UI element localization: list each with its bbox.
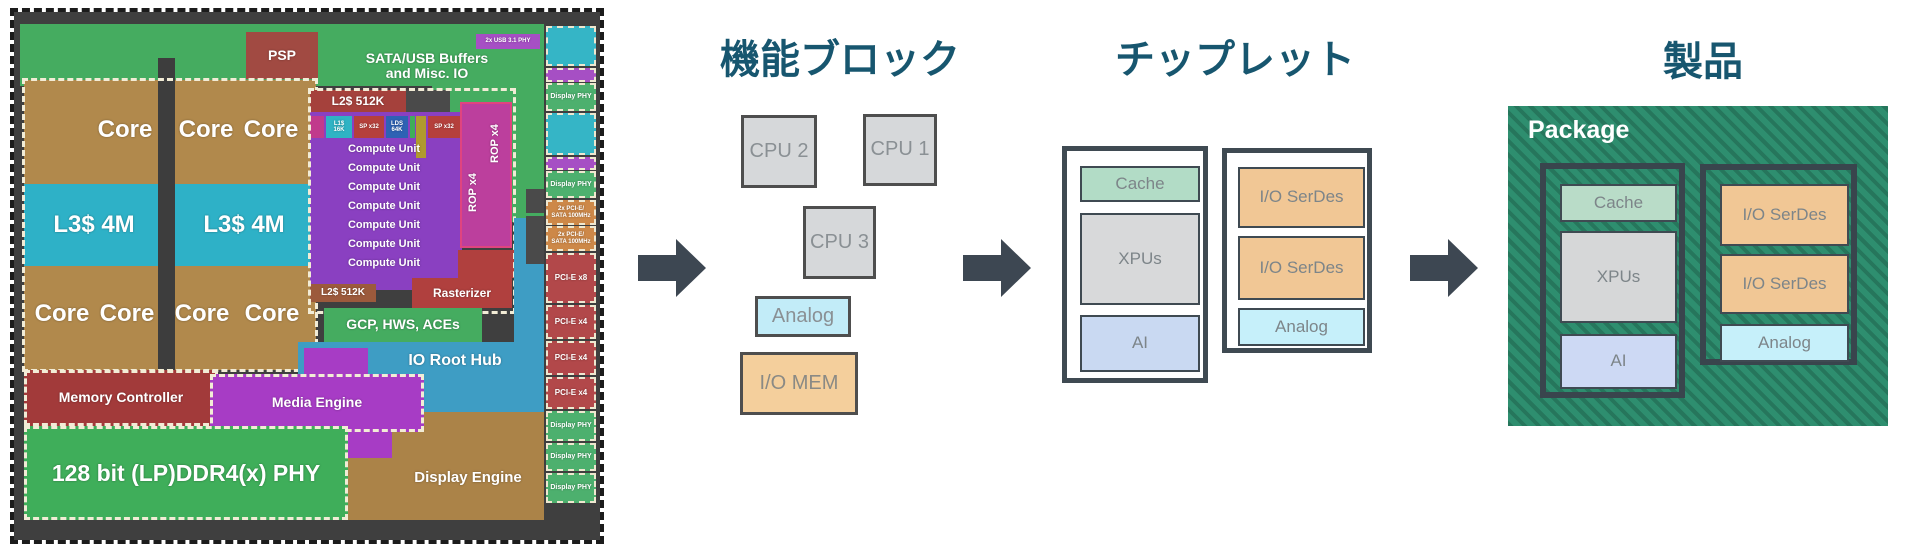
compute-unit-label: Compute Unit xyxy=(347,200,421,213)
io-strip-block: PCI-E x4 xyxy=(546,305,596,339)
sp-block: SP x32 xyxy=(428,116,460,138)
tmu-block xyxy=(310,116,324,138)
io-strip-block xyxy=(546,113,596,155)
gcp-block: GCP, HWS, ACEs xyxy=(324,308,482,342)
io-strip-block: PCI-E x4 xyxy=(546,377,596,409)
core-label: Core xyxy=(99,300,155,328)
product-title: 製品 xyxy=(1663,40,1743,84)
io-serdes-block: I/O SerDes xyxy=(1720,184,1849,246)
ai-block: AI xyxy=(1080,315,1200,372)
compute-unit-label: Compute Unit xyxy=(347,238,421,251)
core-label: Core xyxy=(178,116,234,144)
compute-region xyxy=(310,112,462,290)
rasterizer-block: Rasterizer xyxy=(412,278,512,308)
io-mem-block: I/O MEM xyxy=(740,352,858,415)
core-label: Core xyxy=(244,300,300,328)
l3-label: L3$ 4M xyxy=(203,211,285,239)
compute-unit-label: Compute Unit xyxy=(347,257,421,270)
xpus-block: XPUs xyxy=(1080,213,1200,305)
cache-block: Cache xyxy=(1560,184,1677,222)
core-label: Core xyxy=(34,300,90,328)
l2-512k-top: L2$ 512K xyxy=(310,90,406,112)
compute-unit-label: Compute Unit xyxy=(347,219,421,232)
ddr-phy-block: 128 bit (LP)DDR4(x) PHY xyxy=(24,426,348,520)
chiplet-title: チップレット xyxy=(1115,38,1355,82)
td-block xyxy=(416,116,426,158)
dark-block xyxy=(526,189,544,213)
io-root-hub-label: IO Root Hub xyxy=(408,352,502,370)
functional-blocks-title: 機能ブロック xyxy=(720,38,960,82)
media-engine-tab xyxy=(304,348,368,378)
xpus-block: XPUs xyxy=(1560,231,1677,323)
usb-phy-block: 2x USB 3.1 PHY xyxy=(476,34,540,49)
compute-unit-label: Compute Unit xyxy=(347,162,421,175)
cpu3-block: CPU 3 xyxy=(803,206,876,279)
io-serdes-block: I/O SerDes xyxy=(1238,167,1365,228)
compute-unit-label: Compute Unit xyxy=(347,143,421,156)
media-engine-block: Media Engine xyxy=(210,374,424,432)
io-strip-block: 2x PCI-E/ SATA 100MHz xyxy=(546,200,596,225)
cache-block: Cache xyxy=(1080,166,1200,202)
raster-upper xyxy=(458,250,514,278)
flow-arrow-icon xyxy=(638,239,706,297)
analog-block: Analog xyxy=(1238,308,1365,346)
io-strip-block: PCI-E x8 xyxy=(546,253,596,303)
io-serdes-block: I/O SerDes xyxy=(1238,236,1365,300)
cpu2-block: CPU 2 xyxy=(741,115,817,188)
io-strip-block xyxy=(546,26,596,66)
memory-controller-block: Memory Controller xyxy=(24,370,218,426)
analog-block: Analog xyxy=(1720,324,1849,362)
cpu1-block: CPU 1 xyxy=(863,114,937,186)
l2-512k-bottom: L2$ 512K xyxy=(310,284,376,302)
dark-block xyxy=(526,216,544,264)
io-strip-block: Display PHY xyxy=(546,171,596,198)
core-label: Core xyxy=(243,116,299,144)
lds-block: LDS 64K xyxy=(386,116,408,138)
psp-block: PSP xyxy=(246,32,318,79)
sp-block: SP x32 xyxy=(354,116,384,138)
io-strip-block: PCI-E x4 xyxy=(546,341,596,375)
l1-cache-block: L1$ 16K xyxy=(326,116,352,138)
io-strip-block: 2x PCI-E/ SATA 100MHz xyxy=(546,226,596,251)
io-serdes-block: I/O SerDes xyxy=(1720,254,1849,314)
analog-block: Analog xyxy=(755,296,851,337)
ai-block: AI xyxy=(1560,334,1677,389)
gpu-region-outline xyxy=(308,88,516,314)
green-sliver xyxy=(410,116,415,138)
sata-usb-label: SATA/USB Buffers and Misc. IO xyxy=(365,49,489,81)
fabric-bar xyxy=(158,58,175,372)
compute-unit-label: Compute Unit xyxy=(347,181,421,194)
display-engine-label: Display Engine xyxy=(414,468,522,486)
core-label: Core xyxy=(174,300,230,328)
io-strip-block xyxy=(546,68,596,82)
core-label: Core xyxy=(97,116,153,144)
io-strip-block: Display PHY xyxy=(546,411,596,441)
flow-arrow-icon xyxy=(963,239,1031,297)
package-label: Package xyxy=(1528,116,1630,144)
io-strip-block xyxy=(546,157,596,170)
io-strip-block: Display PHY xyxy=(546,83,596,111)
io-strip-block: Display PHY xyxy=(546,473,596,503)
l2-dark-block xyxy=(406,90,450,112)
io-strip-block: Display PHY xyxy=(546,443,596,471)
cpu-region-outline xyxy=(22,78,318,372)
l3-label: L3$ 4M xyxy=(53,211,135,239)
rop-strip xyxy=(460,102,512,248)
flow-arrow-icon xyxy=(1410,239,1478,297)
